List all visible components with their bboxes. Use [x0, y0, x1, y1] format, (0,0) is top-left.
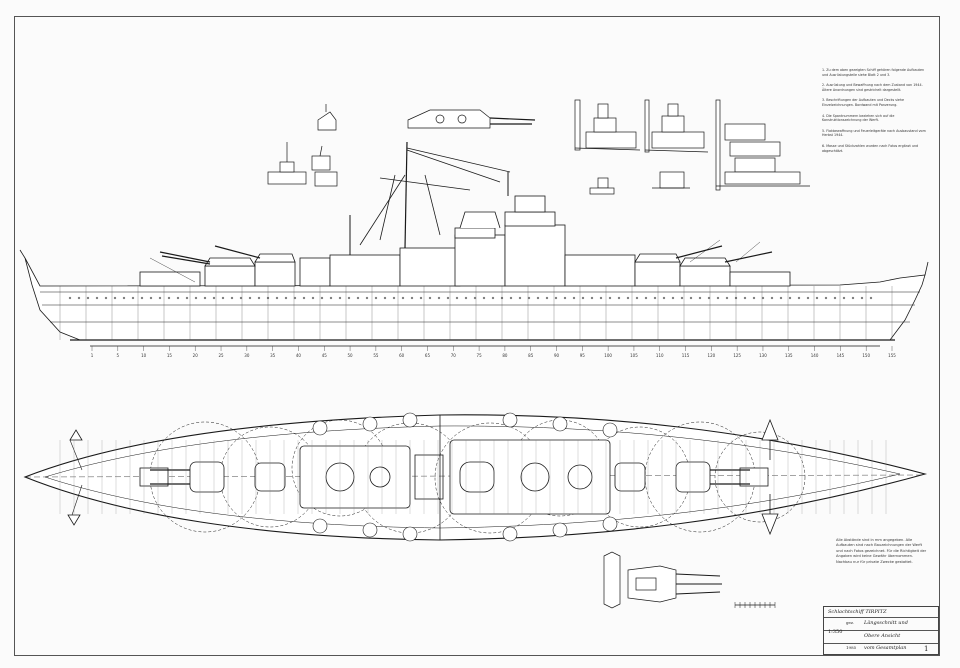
- frame-number: 30: [244, 353, 250, 358]
- frame-number: 35: [270, 353, 276, 358]
- frame-number: 1: [91, 353, 94, 358]
- note-6: 6. Masse und Stückzahlen wurden nach Fot…: [822, 143, 919, 153]
- frame-number: 135: [785, 353, 793, 358]
- frame-number: 120: [708, 353, 716, 358]
- title-line-2: Obere Ansicht: [864, 633, 901, 639]
- frame-number: 105: [630, 353, 638, 358]
- frame-number: 25: [218, 353, 224, 358]
- title-line-3: vom Gesamtplan: [864, 645, 907, 651]
- frame-number: 55: [373, 353, 379, 358]
- side-profile: [19, 141, 929, 347]
- frame-number: 70: [451, 353, 457, 358]
- deck-plan: [23, 412, 928, 542]
- frame-number: 60: [399, 353, 405, 358]
- year: 1985: [846, 645, 857, 650]
- title-line-1: Längsschnitt und: [864, 620, 908, 626]
- frame-number: 95: [580, 353, 586, 358]
- note-5: 5. Flakbewaffnung und Feuerleitgeräte na…: [822, 128, 926, 138]
- frame-number: 45: [322, 353, 328, 358]
- frame-number: 130: [759, 353, 767, 358]
- frame-number: 80: [502, 353, 508, 358]
- frame-number: 50: [348, 353, 354, 358]
- title-block: Schlachtschiff TIRPITZ Längsschnitt und …: [823, 606, 939, 655]
- frame-number: 150: [862, 353, 870, 358]
- note-3: 3. Beschriftungen der Aufbauten und Deck…: [822, 98, 905, 107]
- turret-detail: [603, 551, 776, 609]
- frame-number: 125: [733, 353, 741, 358]
- frame-number: 65: [425, 353, 431, 358]
- legend-notes: Alle Abstände sind in mm angegeben. Alle…: [836, 538, 927, 564]
- frame-number: 100: [604, 353, 612, 358]
- frame-number: 115: [682, 353, 690, 358]
- frame-number: 75: [477, 353, 483, 358]
- frame-number: 90: [554, 353, 560, 358]
- detail-sketches: [267, 99, 810, 195]
- frame-number: 10: [141, 353, 147, 358]
- frame-number: 155: [888, 353, 896, 358]
- note-2: 2. Ausrüstung und Bewaffnung nach dem Zu…: [822, 83, 923, 92]
- ship-name: Schlachtschiff TIRPITZ: [828, 609, 887, 615]
- scale-label: 1:350: [828, 629, 843, 635]
- drawn-by: gez.: [846, 620, 855, 625]
- frame-number: 140: [811, 353, 819, 358]
- frame-number: 85: [528, 353, 534, 358]
- frame-number: 15: [167, 353, 173, 358]
- frame-number: 110: [656, 353, 664, 358]
- drawing-frame: [14, 16, 940, 656]
- frame-number: 40: [296, 353, 302, 358]
- note-4: 4. Die Spantnummern beziehen sich auf di…: [822, 113, 895, 123]
- notes-column: 1. Zu dem oben gezeigten Schiff gehören …: [822, 68, 930, 159]
- sheet-number: 1: [924, 645, 929, 653]
- frame-number: 145: [837, 353, 845, 358]
- frame-number: 5: [117, 353, 120, 358]
- frame-number: 20: [193, 353, 199, 358]
- note-1: 1. Zu dem oben gezeigten Schiff gehören …: [822, 68, 925, 77]
